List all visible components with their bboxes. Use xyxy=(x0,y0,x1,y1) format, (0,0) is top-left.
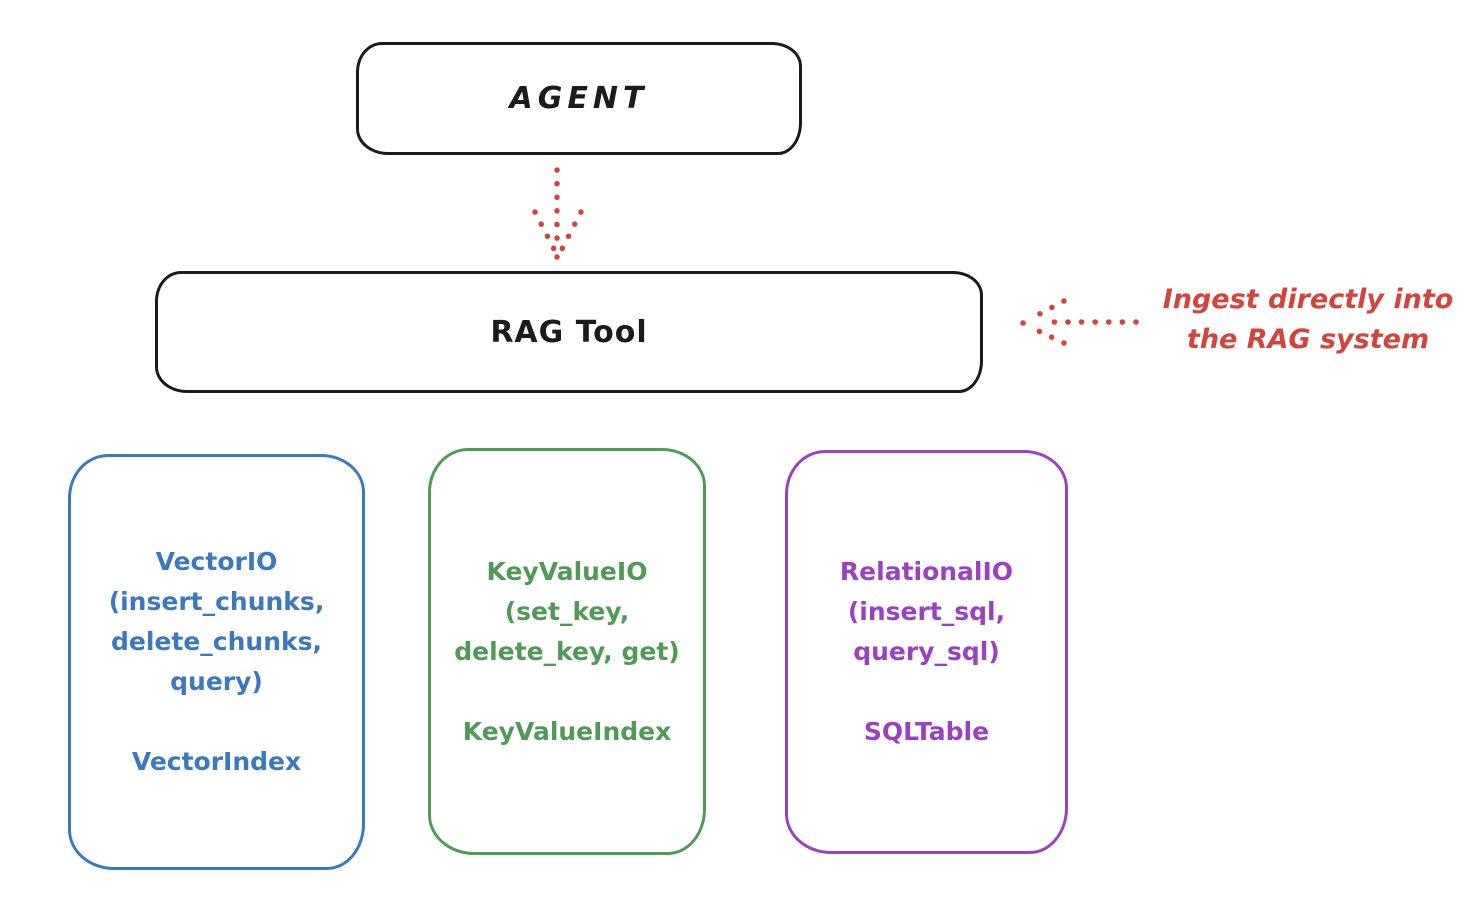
ingest-arrow xyxy=(1020,298,1139,346)
store-index-label: KeyValueIndex xyxy=(462,716,672,746)
rag-tool-node: RAG Tool xyxy=(155,271,983,393)
store-line: KeyValueIO xyxy=(486,556,648,586)
store-line: delete_key, get) xyxy=(454,636,680,666)
rag-tool-label: RAG Tool xyxy=(490,314,648,350)
agent-label: AGENT xyxy=(509,81,649,116)
store-index-label: VectorIndex xyxy=(131,747,302,776)
store-line: (set_key, xyxy=(504,596,630,626)
store-line: RelationalIO xyxy=(839,557,1014,586)
store-index-label: SQLTable xyxy=(863,717,990,746)
store-line: query) xyxy=(170,667,263,696)
keyvalue-io-box: KeyValueIO (set_key, delete_key, get) Ke… xyxy=(428,448,706,855)
store-line: delete_chunks, xyxy=(111,627,322,656)
ingest-annotation: Ingest directly into the RAG system xyxy=(1134,280,1482,360)
agent-node: AGENT xyxy=(356,42,802,155)
store-line: (insert_chunks, xyxy=(108,587,325,616)
store-line: VectorIO xyxy=(155,547,278,576)
relational-io-box: RelationalIO (insert_sql, query_sql) SQL… xyxy=(785,450,1068,854)
agent-to-ragtool-arrow xyxy=(532,167,584,260)
vector-io-box: VectorIO (insert_chunks, delete_chunks, … xyxy=(68,454,365,870)
ingest-annotation-line: Ingest directly into xyxy=(1162,284,1454,315)
store-line: query_sql) xyxy=(853,637,1000,666)
store-line: (insert_sql, xyxy=(847,597,1006,626)
ingest-annotation-line: the RAG system xyxy=(1186,324,1430,355)
